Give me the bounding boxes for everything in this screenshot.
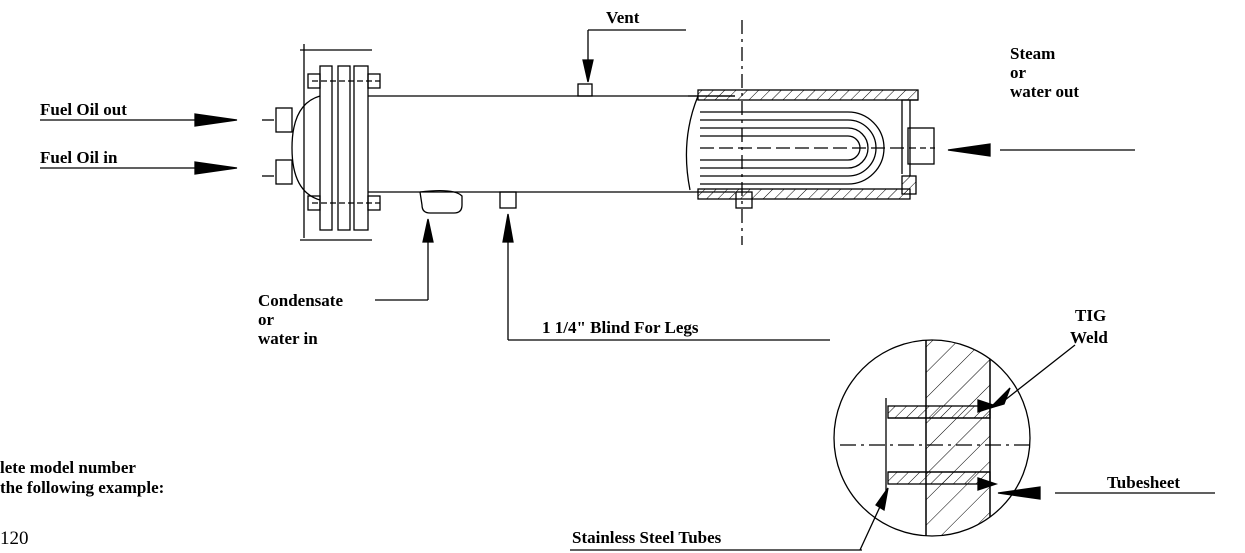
tig-label: TIG <box>1075 306 1107 325</box>
shell <box>368 20 743 245</box>
model-number-text-line2: the following example: <box>0 478 165 497</box>
weld-detail <box>570 339 1215 551</box>
stainless-tubes-label: Stainless Steel Tubes <box>572 528 722 547</box>
condensate-label-line1: Condensate <box>258 291 344 310</box>
vent-label: Vent <box>606 8 640 27</box>
steam-label-line1: Steam <box>1010 44 1056 63</box>
fuel-oil-in-label: Fuel Oil in <box>40 148 118 167</box>
condensate-nozzle <box>375 190 463 301</box>
vent-connection <box>577 29 686 97</box>
fuel-oil-out-arrow <box>40 113 238 127</box>
blind-for-legs <box>499 191 830 341</box>
steam-label-line3: water out <box>1010 82 1080 101</box>
blind-for-legs-label: 1 1/4" Blind For Legs <box>542 318 699 337</box>
condensate-label-line3: water in <box>258 329 318 348</box>
model-number-example: 120 <box>0 528 29 549</box>
steam-nozzle <box>907 127 1135 165</box>
flange-assembly <box>300 44 381 241</box>
model-number-text-line1: lete model number <box>0 458 136 477</box>
channel-head <box>262 95 321 201</box>
weld-label: Weld <box>1070 328 1108 347</box>
tubesheet-label: Tubesheet <box>1107 473 1181 492</box>
fuel-oil-out-label: Fuel Oil out <box>40 100 127 119</box>
fuel-oil-in-arrow <box>40 161 238 175</box>
condensate-label-line2: or <box>258 310 275 329</box>
steam-label-line2: or <box>1010 63 1027 82</box>
cutaway-section <box>685 89 935 200</box>
